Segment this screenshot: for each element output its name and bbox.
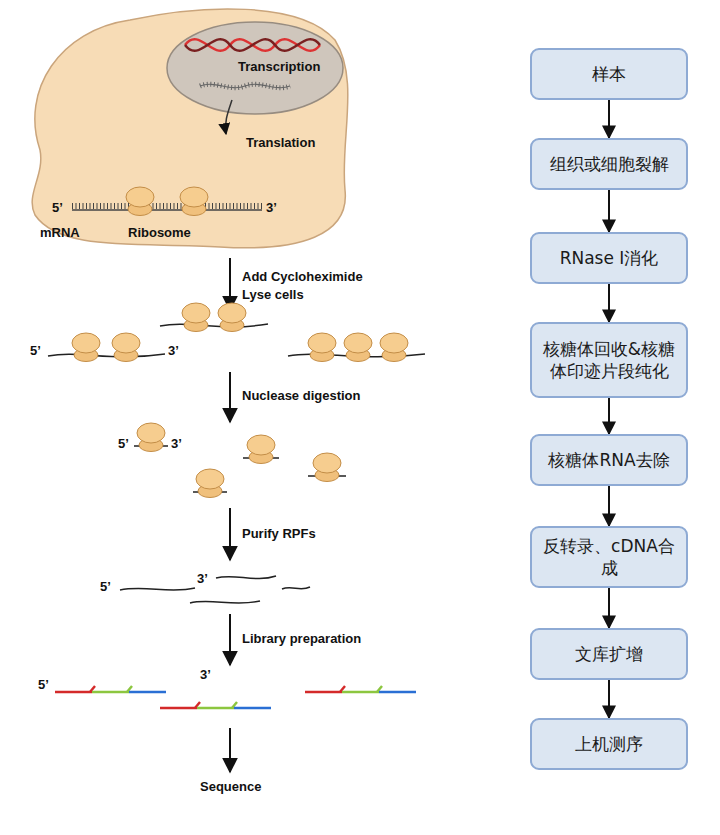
step-label: Purify RPFs xyxy=(242,527,316,541)
end-label: 3’ xyxy=(266,201,277,215)
end-label: 5’ xyxy=(118,437,129,451)
box-text: 组织或细胞裂解 xyxy=(550,153,669,175)
end-label: 5’ xyxy=(100,580,111,594)
end-label: 3’ xyxy=(200,668,211,682)
process-box: 反转录、cDNA合成 xyxy=(530,526,688,588)
step-label: Add Cycloheximide xyxy=(242,270,363,284)
step-label: Library preparation xyxy=(242,632,361,646)
box-text: 上机测序 xyxy=(575,733,643,755)
box-text: 核糖体RNA去除 xyxy=(548,449,669,471)
step-label: Nuclease digestion xyxy=(242,389,360,403)
end-label: 5’ xyxy=(30,344,41,358)
process-box: 上机测序 xyxy=(530,718,688,770)
flow-arrow xyxy=(608,284,610,322)
box-text: 样本 xyxy=(592,63,626,85)
process-label: Transcription xyxy=(238,60,320,74)
process-box: 组织或细胞裂解 xyxy=(530,138,688,190)
box-text: 核糖体回收&核糖体印迹片段纯化 xyxy=(540,338,678,382)
process-label: Translation xyxy=(246,136,315,150)
process-box: 核糖体RNA去除 xyxy=(530,434,688,486)
process-box: 文库扩增 xyxy=(530,628,688,680)
process-box: 样本 xyxy=(530,48,688,100)
box-text: 文库扩增 xyxy=(575,643,643,665)
flow-arrow xyxy=(608,680,610,718)
flow-arrow xyxy=(608,588,610,628)
box-text: RNase I消化 xyxy=(560,247,659,269)
end-label: 3’ xyxy=(171,437,182,451)
flow-arrow xyxy=(608,190,610,232)
process-box: 核糖体回收&核糖体印迹片段纯化 xyxy=(530,322,688,398)
end-label: 5’ xyxy=(38,678,49,692)
flow-arrow xyxy=(608,100,610,138)
end-label: 5’ xyxy=(52,201,63,215)
flow-arrow xyxy=(608,486,610,526)
end-label: 3’ xyxy=(168,344,179,358)
process-box: RNase I消化 xyxy=(530,232,688,284)
step-label: Lyse cells xyxy=(242,288,304,302)
box-text: 反转录、cDNA合成 xyxy=(540,535,678,579)
step-label: Sequence xyxy=(200,780,261,794)
flow-arrow xyxy=(608,398,610,434)
part-label: Ribosome xyxy=(128,226,191,240)
part-label: mRNA xyxy=(40,226,80,240)
end-label: 3’ xyxy=(197,572,208,586)
